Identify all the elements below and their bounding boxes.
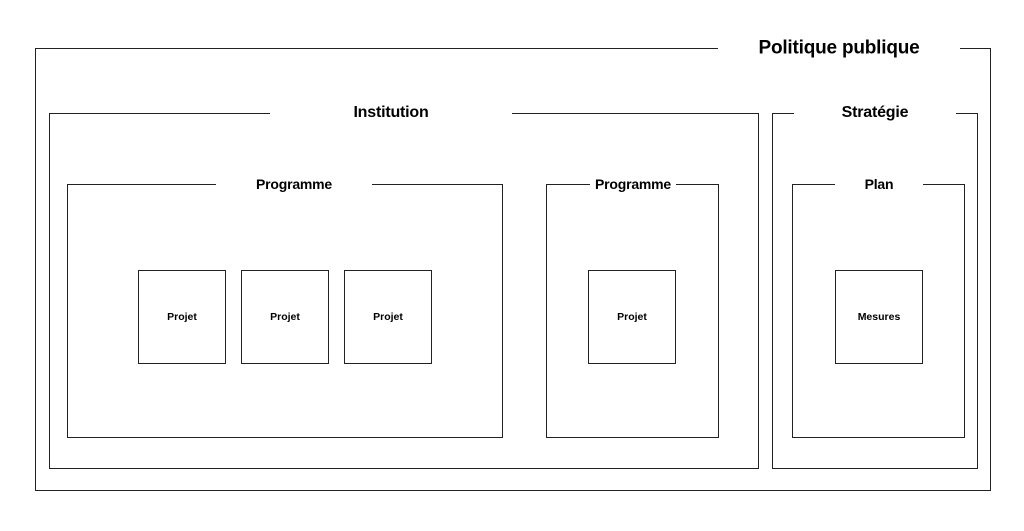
mesures-label: Mesures [857,311,901,323]
projet-box-1: Projet [138,270,226,364]
plan-title: Plan [835,177,923,191]
institution-title: Institution [270,105,512,121]
strategie-title: Stratégie [794,105,956,121]
projet-label-4: Projet [617,311,647,323]
projet-label-1: Projet [167,311,197,323]
politique-publique-title: Politique publique [718,38,960,58]
projet-box-3: Projet [344,270,432,364]
mesures-box: Mesures [835,270,923,364]
projet-label-2: Projet [270,311,300,323]
projet-label-3: Projet [373,311,403,323]
programme-title-2: Programme [590,177,676,191]
programme-title-1: Programme [216,177,372,191]
projet-box-4: Projet [588,270,676,364]
projet-box-2: Projet [241,270,329,364]
politique-publique-box [35,48,991,491]
